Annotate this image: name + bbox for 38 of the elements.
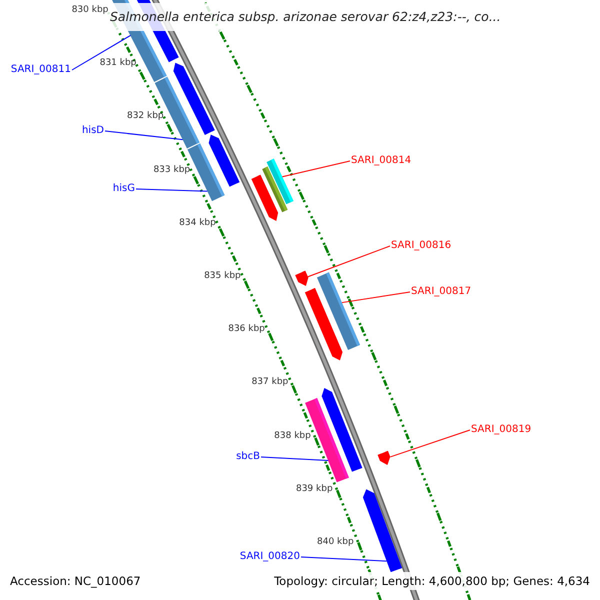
scale-label: 839 kbp [296,484,333,494]
leader-line [260,456,329,461]
leader-line [282,160,350,178]
leader-line [72,34,132,70]
gene-label: SARI_00817 [411,286,472,298]
gene-label: SARI_00819 [471,424,532,436]
scale-label: 833 kbp [153,164,190,175]
gene-bar [362,489,402,572]
footer-text: Topology: circular; Length: 4,600,800 bp; Genes: 4,634 [272,572,592,590]
gene-label: sbcB [236,451,260,463]
scale-label: 837 kbp [252,377,288,388]
scale-label: 840 kbp [317,537,354,547]
gene-bar [304,288,342,360]
gene-label: SARI_00814 [351,155,412,167]
scale-label: 832 kbp [126,111,164,122]
scale-label: 836 kbp [228,324,265,334]
leader-line [342,292,410,304]
scale-label: 838 kbp [274,430,311,441]
gene-bar [173,62,215,135]
gene-label: hisD [82,125,104,137]
leader-line [390,430,470,458]
gene-label: SARI_00811 [10,64,71,76]
leader-line [300,556,388,562]
leader-line [136,188,208,192]
leader-line [307,246,390,278]
gene-label: hisG [112,183,135,195]
scale-label: 834 kbp [179,218,216,228]
gene-bar [378,450,390,465]
gene-bar [266,158,294,204]
scale-label: 835 kbp [204,271,241,281]
gene-bar [295,270,308,286]
leader-line [104,130,184,140]
scale-label: 831 kbp [100,58,136,68]
gene-bar [208,134,240,187]
gene-label: SARI_00820 [240,551,300,563]
gene-bar [322,388,362,472]
scale-label: 830 kbp [72,5,108,15]
gene-label: SARI_00816 [391,240,452,252]
